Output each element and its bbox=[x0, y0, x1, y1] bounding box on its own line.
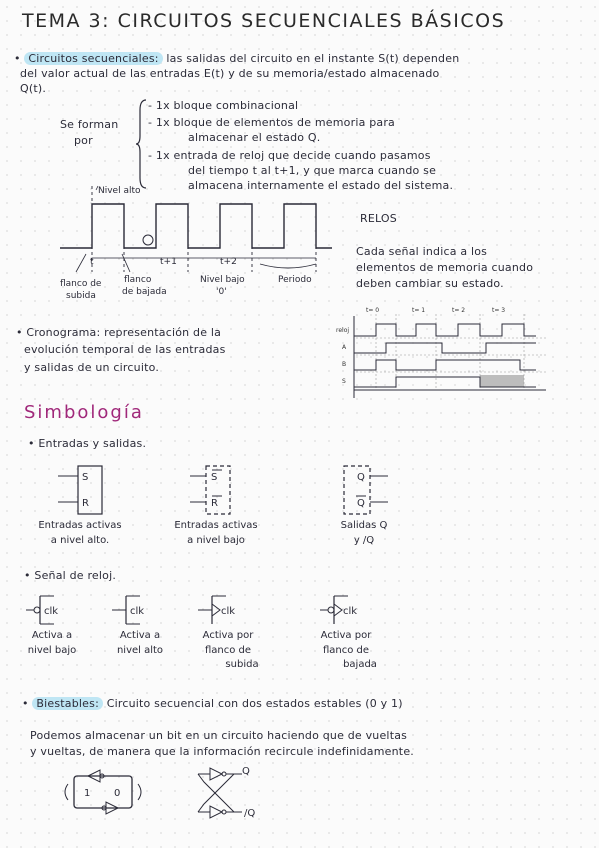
flanco-subida-1: flanco de bbox=[60, 279, 102, 289]
time-label-1: t= 1 bbox=[412, 307, 425, 314]
box1-caption-1: Entradas activas bbox=[38, 520, 122, 531]
loop-value-0: 0 bbox=[114, 788, 120, 799]
clk-symbol-flanco-subida: clk bbox=[198, 595, 235, 624]
clk3-caption-1: Activa por bbox=[202, 630, 254, 641]
clk-symbol-flanco-bajada: clk bbox=[320, 595, 357, 624]
nq-label: /Q bbox=[244, 808, 255, 819]
row-label-reloj: reloj bbox=[336, 327, 349, 334]
clk3-caption-2: flanco de bbox=[204, 645, 252, 656]
page-title: TEMA 3: CIRCUITOS SECUENCIALES BÁSICOS bbox=[22, 10, 506, 32]
clk-symbol-nivel-bajo: clk bbox=[26, 595, 58, 625]
term-circuitos-secuenciales: Circuitos secuenciales: bbox=[24, 52, 163, 65]
relos-title: RELOS bbox=[360, 212, 397, 225]
flanco-bajada-1: flanco bbox=[124, 275, 152, 285]
t2-label: t+2 bbox=[220, 257, 237, 267]
term-cronograma: Cronograma: bbox=[26, 326, 101, 339]
time-label-2: t= 2 bbox=[452, 307, 465, 314]
pin-nq: Q bbox=[357, 498, 365, 509]
t-label: t bbox=[90, 257, 94, 267]
reloj-heading: • Señal de reloj. bbox=[24, 569, 117, 582]
t1-label: t+1 bbox=[160, 257, 177, 267]
cronograma-line-1: • Cronograma: representación de la bbox=[16, 326, 221, 340]
biestables-line: • Biestables: Circuito secuencial con do… bbox=[22, 697, 403, 711]
nivel-bajo-2: '0' bbox=[216, 287, 227, 297]
formed-item-1: - 1x bloque combinacional bbox=[148, 99, 299, 112]
box3-caption-2: y /Q bbox=[353, 535, 375, 546]
pin-r: R bbox=[211, 498, 218, 509]
intro-text-3: Q(t). bbox=[20, 82, 47, 95]
box1-caption-2: a nivel alto. bbox=[50, 535, 110, 546]
cronograma-text-3: y salidas de un circuito. bbox=[24, 361, 160, 374]
formed-item-6: almacena internamente el estado del sist… bbox=[188, 179, 454, 192]
nivel-bajo-1: Nivel bajo bbox=[200, 275, 245, 285]
q-label: Q bbox=[242, 766, 250, 777]
se-forman-label: Se forman bbox=[60, 118, 119, 131]
flanco-bajada-2: de bajada bbox=[122, 287, 167, 297]
clk1-caption-1: Activa a bbox=[31, 630, 73, 641]
relos-text-2: elementos de memoria cuando bbox=[356, 261, 534, 274]
sr-box-active-low: S R bbox=[190, 465, 231, 515]
loop-value-1: 1 bbox=[84, 788, 90, 799]
clk-text: clk bbox=[130, 606, 144, 617]
box2-caption-1: Entradas activas bbox=[174, 520, 258, 531]
intro-line-1: • Circuitos secuenciales: las salidas de… bbox=[14, 52, 459, 66]
clk2-caption-1: Activa a bbox=[119, 630, 161, 641]
clk4-caption-2: flanco de bbox=[322, 645, 370, 656]
curly-brace bbox=[136, 99, 147, 189]
reloj-heading-text: Señal de reloj. bbox=[34, 569, 117, 582]
pin-r: R bbox=[82, 498, 89, 509]
periodo-label: Periodo bbox=[278, 275, 312, 285]
clk-symbol-nivel-alto: clk bbox=[112, 595, 144, 625]
relos-text-3: deben cambiar su estado. bbox=[356, 277, 504, 290]
s-shaded-region bbox=[480, 375, 524, 387]
clk-text: clk bbox=[44, 606, 58, 617]
entradas-heading-text: Entradas y salidas. bbox=[38, 437, 147, 450]
term-biestables: Biestables: bbox=[32, 697, 103, 710]
clk4-caption-3: bajada bbox=[343, 659, 377, 670]
simbologia-heading: Simbología bbox=[24, 402, 144, 423]
biestables-def: Circuito secuencial con dos estados esta… bbox=[106, 697, 403, 710]
biestables-text-2: y vueltas, de manera que la información … bbox=[30, 745, 414, 758]
clk2-caption-2: nivel alto bbox=[116, 645, 164, 656]
clk-text: clk bbox=[343, 606, 357, 617]
relos-text-1: Cada señal indica a los bbox=[356, 245, 488, 258]
intro-text-1: las salidas del circuito en el instante … bbox=[166, 52, 460, 65]
bullet: • bbox=[16, 326, 27, 339]
q-box-outputs: Q Q bbox=[343, 465, 388, 515]
box3-caption-1: Salidas Q bbox=[340, 520, 388, 531]
intro-text-2: del valor actual de las entradas E(t) y … bbox=[20, 67, 440, 80]
sr-box-active-high: S R bbox=[58, 465, 103, 515]
row-label-s: S bbox=[342, 378, 346, 385]
bullet: • bbox=[22, 697, 33, 710]
formed-item-5: del tiempo t al t+1, y que marca cuando … bbox=[188, 164, 437, 177]
clock-waveform: Nivel alto t t+1 t+2 flanco de subida fl… bbox=[60, 185, 332, 301]
formed-item-4: - 1x entrada de reloj que decide cuando … bbox=[148, 149, 431, 162]
cronograma-diagram: t= 0 t= 1 t= 2 t= 3 reloj A B S bbox=[336, 307, 546, 398]
entradas-heading: • Entradas y salidas. bbox=[28, 437, 147, 450]
biestables-text-1: Podemos almacenar un bit en un circuito … bbox=[30, 729, 408, 742]
cronograma-text-2: evolución temporal de las entradas bbox=[24, 343, 226, 356]
time-label-0: t= 0 bbox=[366, 307, 379, 314]
pin-q: Q bbox=[357, 472, 365, 483]
pin-s: S bbox=[82, 472, 88, 483]
time-label-3: t= 3 bbox=[492, 307, 505, 314]
por-label: por bbox=[74, 134, 93, 147]
formed-item-3: almacenar el estado Q. bbox=[188, 131, 321, 144]
cronograma-text-1: representación de la bbox=[104, 326, 222, 339]
cross-coupled-inverters: Q /Q bbox=[197, 766, 255, 819]
clk-text: clk bbox=[221, 606, 235, 617]
bullet: • bbox=[14, 52, 25, 65]
clk1-caption-2: nivel bajo bbox=[27, 645, 77, 656]
pin-s: S bbox=[211, 472, 217, 483]
formed-item-2: - 1x bloque de elementos de memoria para bbox=[148, 116, 395, 129]
row-label-a: A bbox=[342, 344, 347, 351]
clk4-caption-1: Activa por bbox=[320, 630, 372, 641]
row-label-b: B bbox=[342, 361, 346, 368]
flanco-subida-2: subida bbox=[66, 291, 96, 301]
loop-diagram: 1 0 bbox=[64, 769, 142, 815]
clk3-caption-3: subida bbox=[225, 659, 259, 670]
nivel-alto-label: Nivel alto bbox=[98, 186, 141, 196]
box2-caption-2: a nivel bajo bbox=[187, 535, 245, 546]
